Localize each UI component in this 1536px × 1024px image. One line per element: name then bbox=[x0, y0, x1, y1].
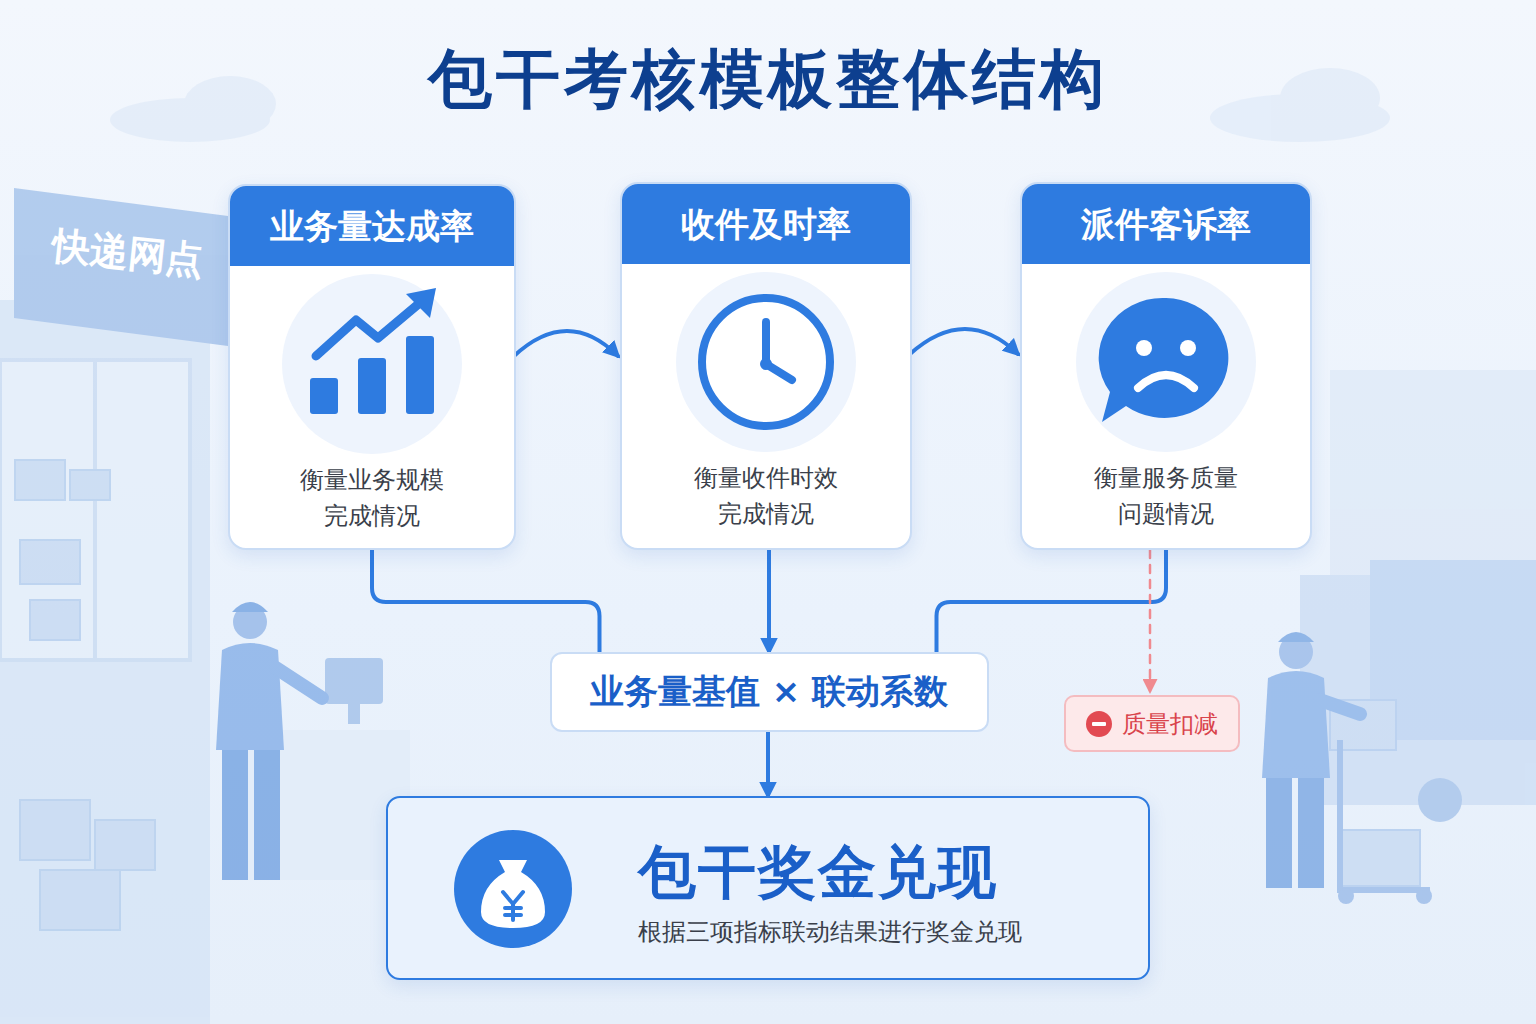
reward-box: 包干奖金兑现根据三项指标联动结果进行奖金兑现 bbox=[386, 796, 1150, 980]
icon-area bbox=[230, 266, 514, 462]
growth-icon bbox=[282, 274, 462, 454]
reward-description: 根据三项指标联动结果进行奖金兑现 bbox=[638, 916, 1022, 948]
card-box: 收件及时率衡量收件时效 完成情况 bbox=[620, 182, 912, 550]
deduct-box: 质量扣减 bbox=[1064, 695, 1240, 752]
flow-connector bbox=[514, 331, 618, 356]
card-heading: 派件客诉率 bbox=[1022, 184, 1310, 264]
flow-connector bbox=[910, 329, 1018, 354]
icon-area bbox=[622, 264, 910, 460]
flow-connector bbox=[937, 550, 1167, 652]
card-box: 派件客诉率衡量服务质量 问题情况 bbox=[1020, 182, 1312, 550]
icon-area bbox=[1022, 264, 1310, 460]
card-heading: 收件及时率 bbox=[622, 184, 910, 264]
card-description: 衡量服务质量 问题情况 bbox=[1081, 460, 1251, 550]
reward-heading: 包干奖金兑现 bbox=[638, 834, 998, 912]
formula-box: 业务量基值 × 联动系数 bbox=[550, 652, 989, 732]
complaint-icon bbox=[1076, 272, 1256, 452]
minus-icon bbox=[1086, 711, 1112, 737]
flow-connector bbox=[372, 550, 600, 652]
store-sign-text: 快递网点 bbox=[50, 220, 206, 287]
diagram-title: 包干考核模板整体结构 bbox=[0, 36, 1536, 123]
card-box: 业务量达成率衡量业务规模 完成情况 bbox=[228, 184, 516, 550]
money-bag-icon bbox=[454, 830, 572, 952]
flow-connector bbox=[766, 732, 770, 796]
flow-connector bbox=[767, 550, 771, 652]
deduction-text: 质量扣减 bbox=[1122, 708, 1218, 740]
dashed-connector bbox=[1149, 550, 1152, 691]
clock-icon bbox=[676, 272, 856, 452]
card-description: 衡量业务规模 完成情况 bbox=[287, 462, 457, 550]
formula-text: 业务量基值 × 联动系数 bbox=[590, 669, 948, 715]
card-description: 衡量收件时效 完成情况 bbox=[681, 460, 851, 550]
card-heading: 业务量达成率 bbox=[230, 186, 514, 266]
